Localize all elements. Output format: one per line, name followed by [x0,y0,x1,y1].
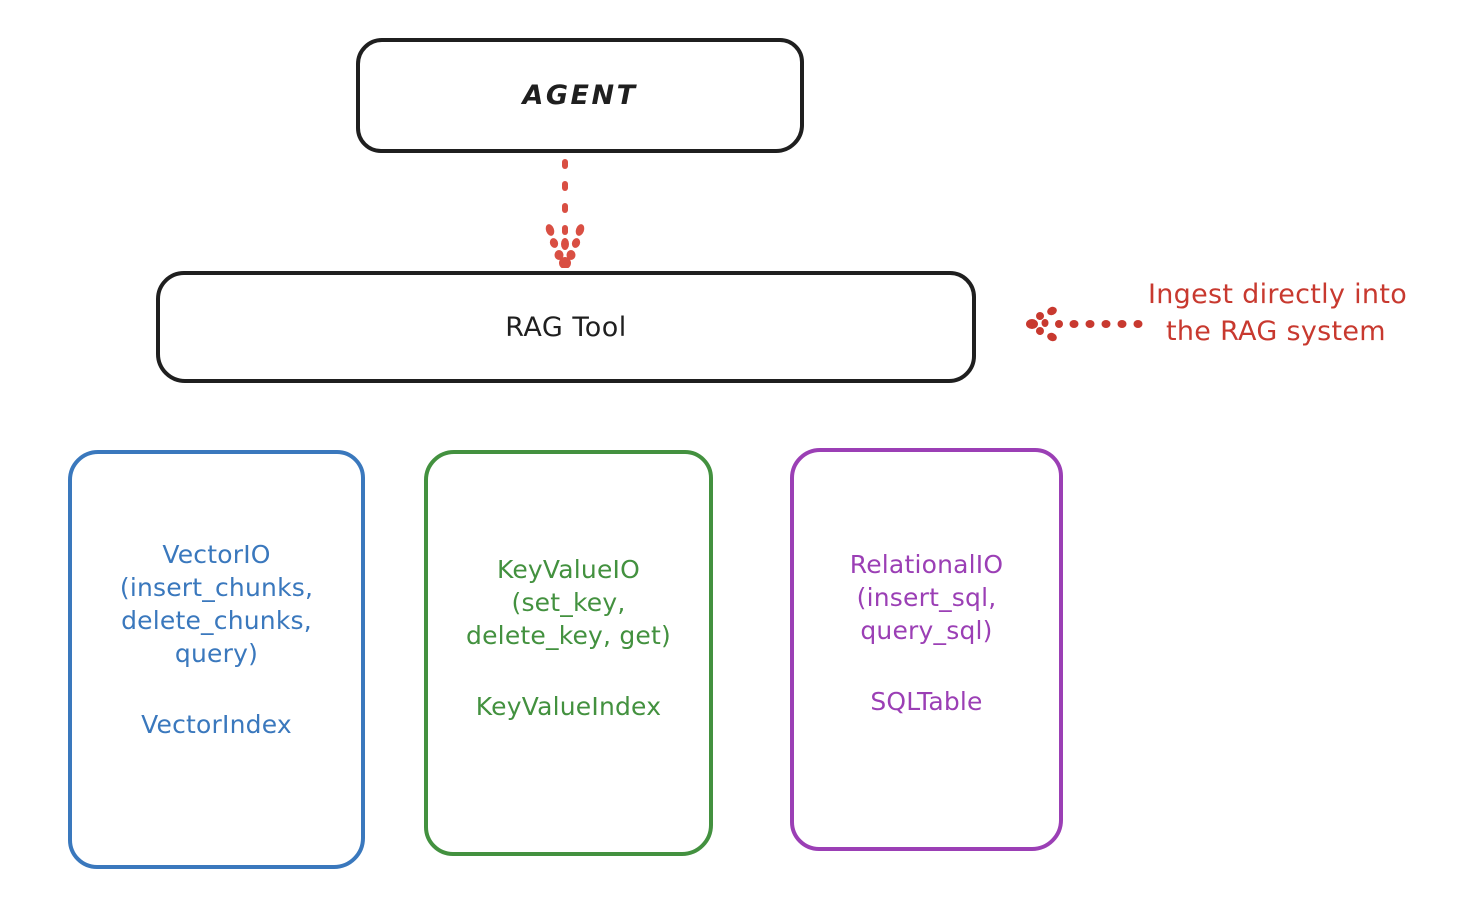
node-vector-io-api-line-3: delete_chunks, [121,606,312,635]
arrow-ingest-to-rag-tool [1026,306,1143,342]
node-relational-io-api-line-2: (insert_sql, [856,583,997,612]
node-key-value-io-api: KeyValueIO (set_key, delete_key, get) [466,553,671,652]
node-relational-io-index: SQLTable [870,687,983,716]
node-vector-io-index: VectorIndex [141,710,292,739]
annotation-ingest-line-2: the RAG system [1166,316,1386,348]
node-vector-io[interactable]: VectorIO (insert_chunks, delete_chunks, … [68,450,365,869]
node-vector-io-api-line-2: (insert_chunks, [119,573,314,602]
node-relational-io-api-line-1: RelationalIO [849,550,1004,579]
node-vector-io-api-line-1: VectorIO [162,540,271,569]
node-relational-io-api-line-3: query_sql) [860,616,993,645]
node-agent-label: AGENT [522,80,638,111]
node-key-value-io[interactable]: KeyValueIO (set_key, delete_key, get) Ke… [424,450,713,856]
node-vector-io-api: VectorIO (insert_chunks, delete_chunks, … [120,538,313,670]
node-rag-tool[interactable]: RAG Tool [156,271,976,383]
node-key-value-io-api-line-2: (set_key, [511,588,626,617]
node-rag-tool-label: RAG Tool [505,311,627,343]
node-relational-io[interactable]: RelationalIO (insert_sql, query_sql) SQL… [790,448,1063,851]
annotation-ingest: Ingest directly into the RAG system [1148,276,1478,351]
annotation-ingest-line-1: Ingest directly into [1148,279,1408,310]
node-vector-io-api-line-4: query) [174,639,259,668]
node-key-value-io-index: KeyValueIndex [475,692,662,721]
node-agent[interactable]: AGENT [356,38,804,153]
node-key-value-io-api-line-1: KeyValueIO [496,555,640,584]
arrow-agent-to-rag-tool [545,159,585,268]
node-key-value-io-api-line-3: delete_key, get) [466,621,671,650]
node-relational-io-api: RelationalIO (insert_sql, query_sql) [850,548,1004,647]
